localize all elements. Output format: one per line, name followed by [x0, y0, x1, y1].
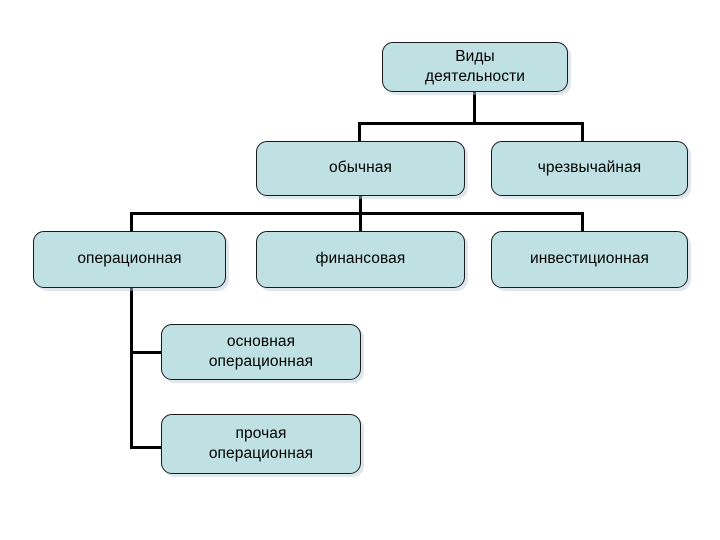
node-label-chrezvychaynaya: чрезвычайная: [537, 159, 642, 177]
seg-operatsionnaya-stem: [130, 288, 133, 449]
node-finansovaya[interactable]: финансовая: [256, 231, 465, 288]
seg-investitsionnaya-drop: [581, 212, 584, 232]
node-label-operatsionnaya: операционная: [77, 250, 182, 268]
seg-operatsionnaya-drop: [130, 212, 133, 232]
node-osnovnaya-operatsionnaya[interactable]: основная операционная: [161, 324, 361, 380]
seg-chrezvychaynaya-drop: [581, 122, 584, 142]
node-operatsionnaya[interactable]: операционная: [33, 231, 226, 288]
seg-osnovnaya-branch: [130, 351, 162, 354]
seg-row2-bar: [130, 212, 583, 215]
node-prochaya-operatsionnaya[interactable]: прочая операционная: [161, 414, 361, 474]
node-label-osnovnaya-operatsionnaya: основная операционная: [208, 332, 314, 370]
node-label-finansovaya: финансовая: [315, 250, 406, 268]
node-label-obychnaya: обычная: [329, 159, 392, 177]
node-label-investitsionnaya: инвестиционная: [529, 250, 650, 268]
seg-row1-bar: [358, 122, 584, 125]
seg-root-stem: [473, 92, 476, 124]
node-label-prochaya-operatsionnaya: прочая операционная: [208, 424, 314, 462]
node-investitsionnaya[interactable]: инвестиционная: [491, 231, 688, 288]
node-chrezvychaynaya[interactable]: чрезвычайная: [491, 141, 688, 196]
node-vidy-deyatelnosti[interactable]: Виды деятельности: [382, 42, 568, 92]
seg-prochaya-branch: [130, 446, 162, 449]
seg-obychnaya-drop: [358, 122, 361, 142]
node-label-vidy-deyatelnosti: Виды деятельности: [424, 47, 526, 85]
seg-finansovaya-drop: [359, 212, 362, 232]
node-obychnaya[interactable]: обычная: [256, 141, 465, 196]
